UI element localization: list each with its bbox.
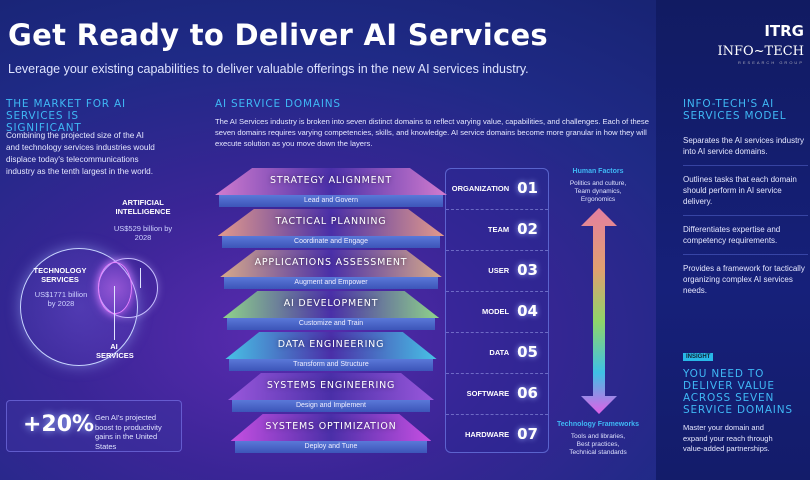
productivity-stat-card: +20% Gen AI's projected boost to product… (6, 400, 182, 452)
infotech-logo-sub: RESEARCH GROUP (737, 60, 804, 65)
row-divider (446, 414, 548, 415)
level-label: SOFTWARE (466, 388, 510, 398)
level-number: 07 (517, 425, 538, 443)
layer-subtitle: Lead and Govern (219, 195, 443, 207)
domain-level-row: USER 03 (488, 261, 538, 279)
page-subtitle: Leverage your existing capabilities to d… (8, 62, 529, 76)
level-label: DATA (489, 347, 510, 357)
domain-level-row: MODEL 04 (482, 302, 538, 320)
domain-layer: TACTICAL PLANNING Coordinate and Engage (217, 209, 445, 249)
stat-value: +20% (23, 412, 95, 437)
ai-label: ARTIFICIAL INTELLIGENCE (115, 198, 171, 216)
domain-layer: SYSTEMS ENGINEERING Design and Implement (228, 373, 434, 413)
level-label: TEAM (487, 224, 510, 234)
layer-name: STRATEGY ALIGNMENT (270, 175, 392, 186)
level-number: 04 (517, 302, 538, 320)
insight-badge: INSIGHT (683, 353, 714, 361)
domain-layer: STRATEGY ALIGNMENT Lead and Govern (215, 168, 447, 208)
layer-name: APPLICATIONS ASSESSMENT (254, 257, 408, 268)
infotech-logo: INFO~TECH (717, 44, 804, 59)
domains-body: The AI Services industry is broken into … (215, 117, 649, 148)
layer-subtitle: Customize and Train (226, 318, 436, 330)
layer-trapezoid: TACTICAL PLANNING (217, 209, 445, 236)
itrg-logo: ITRG (764, 22, 804, 40)
layer-trapezoid: DATA ENGINEERING (225, 332, 437, 359)
market-body: Combining the projected size of the AI a… (6, 131, 155, 176)
stat-text: Gen AI's projected boost to productivity… (95, 413, 162, 451)
sidebar-item: Outlines tasks that each domain should p… (683, 174, 808, 216)
sidebar-item: Differentiates expertise and competency … (683, 224, 808, 255)
page-title: Get Ready to Deliver AI Services (8, 18, 548, 52)
layer-trapezoid: SYSTEMS OPTIMIZATION (230, 414, 432, 441)
level-label: USER (488, 265, 510, 275)
layer-subtitle: Augment and Empower (224, 277, 438, 289)
level-label: HARDWARE (464, 429, 510, 439)
technology-frameworks-title: Technology Frameworks (557, 421, 639, 428)
layer-name: AI DEVELOPMENT (283, 298, 379, 309)
domains-heading: AI SERVICE DOMAINS (215, 98, 341, 110)
domain-level-row: TEAM 02 (488, 220, 538, 238)
layer-trapezoid: SYSTEMS ENGINEERING (228, 373, 434, 400)
level-number: 01 (517, 179, 538, 197)
tech-value: US$1771 billion by 2028 (34, 290, 88, 308)
domain-layer: AI DEVELOPMENT Customize and Train (222, 291, 440, 331)
layer-subtitle: Coordinate and Engage (221, 236, 441, 248)
double-arrow-icon (581, 208, 617, 414)
level-number: 06 (517, 384, 538, 402)
ai-value: US$529 billion by 2028 (113, 224, 173, 242)
row-divider (446, 373, 548, 374)
domain-level-row: SOFTWARE 06 (467, 384, 538, 402)
human-factors-text: Politics and culture, Team dynamics, Erg… (569, 180, 627, 203)
domain-level-row: HARDWARE 07 (465, 425, 538, 443)
layer-subtitle: Transform and Structure (229, 359, 433, 371)
technology-frameworks-text: Tools and libraries, Best practices, Tec… (569, 433, 627, 456)
layer-name: DATA ENGINEERING (277, 339, 385, 350)
layer-subtitle: Deploy and Tune (234, 441, 428, 453)
venn-overlap (98, 262, 132, 314)
domain-layer: SYSTEMS OPTIMIZATION Deploy and Tune (230, 414, 432, 454)
tech-label: TECHNOLOGY SERVICES (33, 266, 87, 284)
insight-body: Master your domain and expand your reach… (683, 423, 773, 453)
domain-layer: DATA ENGINEERING Transform and Structure (225, 332, 437, 372)
level-label: MODEL (482, 306, 510, 316)
domain-level-row: DATA 05 (489, 343, 538, 361)
layer-name: SYSTEMS OPTIMIZATION (265, 421, 397, 432)
row-divider (446, 250, 548, 251)
row-divider (446, 291, 548, 292)
overlap-label: AI SERVICES (96, 342, 134, 360)
sidebar-item: Separates the AI services industry into … (683, 135, 808, 166)
human-factors-title: Human Factors (572, 168, 624, 175)
level-number: 05 (517, 343, 538, 361)
sidebar: ITRG INFO~TECH RESEARCH GROUP INFO-TECH'… (656, 0, 810, 480)
sidebar-heading: INFO-TECH'S AI SERVICES MODEL (683, 98, 787, 122)
layer-subtitle: Design and Implement (232, 400, 430, 412)
level-number: 03 (517, 261, 538, 279)
layer-trapezoid: AI DEVELOPMENT (222, 291, 440, 318)
row-divider (446, 332, 548, 333)
level-number: 02 (517, 220, 538, 238)
level-label: ORGANIZATION (451, 183, 510, 193)
row-divider (446, 209, 548, 210)
layer-name: TACTICAL PLANNING (275, 216, 387, 227)
overlap-pointer-line (114, 286, 115, 340)
sidebar-list: Separates the AI services industry into … (683, 135, 808, 312)
layer-trapezoid: APPLICATIONS ASSESSMENT (220, 250, 442, 277)
insight-heading: YOU NEED TO DELIVER VALUE ACROSS SEVEN S… (683, 368, 793, 416)
sidebar-item: Provides a framework for tactically orga… (683, 264, 805, 295)
ai-pointer-line (140, 268, 141, 288)
layer-name: SYSTEMS ENGINEERING (266, 380, 396, 391)
layer-trapezoid: STRATEGY ALIGNMENT (215, 168, 447, 195)
domain-level-row: ORGANIZATION 01 (452, 179, 538, 197)
domain-layer: APPLICATIONS ASSESSMENT Augment and Empo… (220, 250, 442, 290)
market-heading: THE MARKET FOR AI SERVICES IS SIGNIFICAN… (6, 98, 126, 134)
